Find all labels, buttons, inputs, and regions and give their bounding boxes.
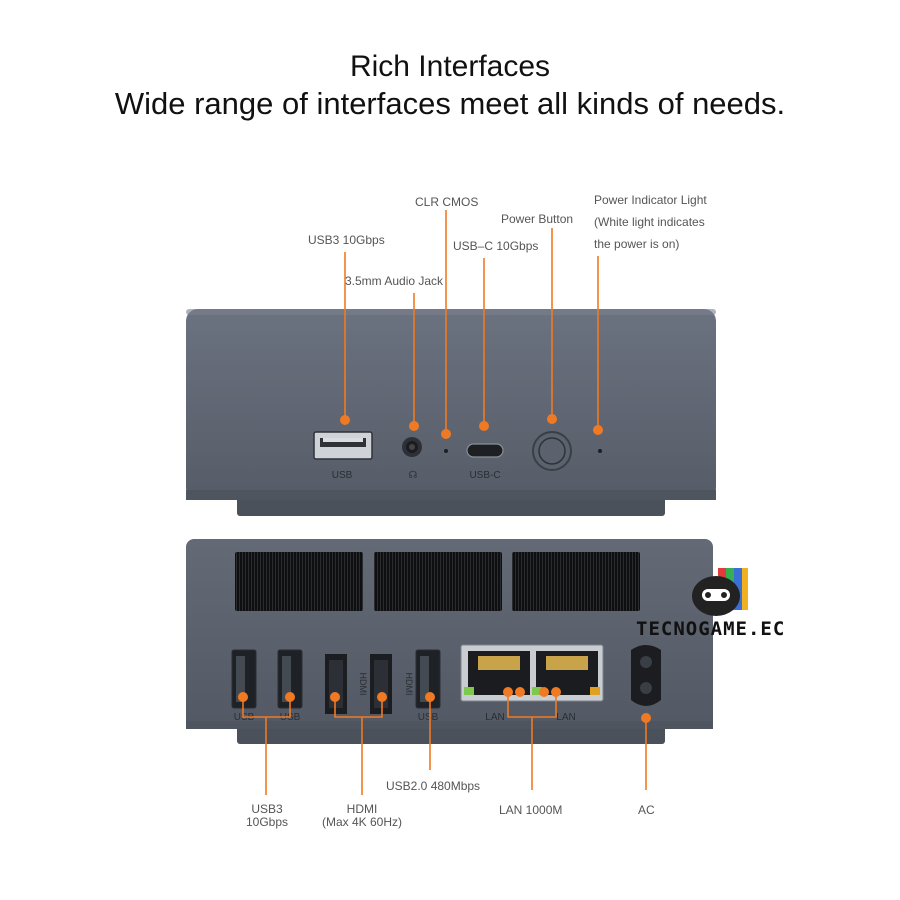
rear-hdmi-port — [325, 654, 347, 714]
power-indicator-line: (White light indicates — [594, 215, 705, 229]
rear-ac-socket — [631, 645, 661, 706]
rear-usb-port — [231, 649, 257, 709]
front-usbc-port — [466, 443, 504, 458]
page-subtitle: Wide range of interfaces meet all kinds … — [114, 86, 786, 121]
rear-hdmi-line: (Max 4K 60Hz) — [321, 815, 403, 829]
rear-vent — [374, 552, 502, 611]
power-button-callout-label: Power Button — [501, 212, 574, 226]
rear-hdmi-label: HDMI — [404, 673, 414, 696]
rear-lan-ports — [460, 644, 604, 702]
power-indicator-line: Power Indicator Light — [594, 193, 707, 207]
rear-lan-label: LAN — [556, 712, 575, 723]
power-indicator-callout-label: Power Indicator Light (White light indic… — [594, 189, 707, 255]
tecnogame-watermark: TECNOGAME.EC — [636, 618, 786, 640]
power-indicator-line: the power is on) — [594, 237, 680, 251]
rear-callout-lines — [242, 692, 647, 795]
rear-hdmi-port — [370, 654, 392, 714]
rear-lan-callout-label: LAN 1000M — [499, 803, 563, 817]
rear-usb2-callout-label: USB2.0 480Mbps — [386, 779, 481, 793]
front-usb-port-label: USB — [332, 470, 353, 481]
rear-hdmi-label: HDMI — [358, 673, 368, 696]
front-usbc-port-label: USB-C — [469, 470, 500, 481]
front-audio-jack — [402, 437, 422, 457]
front-usb-port — [313, 431, 373, 460]
front-power-button — [532, 431, 572, 471]
headphone-icon: ☊ — [409, 470, 418, 481]
front-callout-lines — [344, 210, 599, 433]
tecnogame-logo — [692, 568, 748, 616]
audio-jack-callout-label: 3.5mm Audio Jack — [345, 274, 444, 288]
rear-usb3-callout-label: USB3 10Gbps — [236, 803, 298, 829]
rear-usb-label: USB — [418, 712, 439, 723]
front-clr-hole — [444, 449, 448, 453]
rear-unit: HDMI HDMI USB USB USB LAN LAN — [186, 539, 713, 744]
rear-hdmi-line: HDMI — [346, 802, 378, 816]
rear-vent — [235, 552, 363, 611]
rear-usb3-line: USB3 — [251, 802, 283, 816]
usbc-callout-label: USB–C 10Gbps — [453, 239, 539, 253]
front-callout-dots — [340, 414, 603, 439]
rear-ac-callout-label: AC — [638, 803, 655, 817]
usb3-callout-label: USB3 10Gbps — [308, 233, 385, 247]
rear-callout-dots — [238, 687, 651, 723]
front-power-led — [598, 449, 602, 453]
front-unit: ☊ USB USB-C — [186, 309, 716, 516]
rear-usb2-port — [415, 649, 441, 709]
rear-vent — [512, 552, 640, 611]
rear-hdmi-callout-label: HDMI (Max 4K 60Hz) — [312, 803, 412, 829]
rear-usb-port — [277, 649, 303, 709]
page-title: Rich Interfaces — [349, 50, 551, 83]
rear-usb3-line: 10Gbps — [245, 815, 289, 829]
clr-cmos-callout-label: CLR CMOS — [415, 195, 479, 209]
rear-lan-label: LAN — [485, 712, 504, 723]
